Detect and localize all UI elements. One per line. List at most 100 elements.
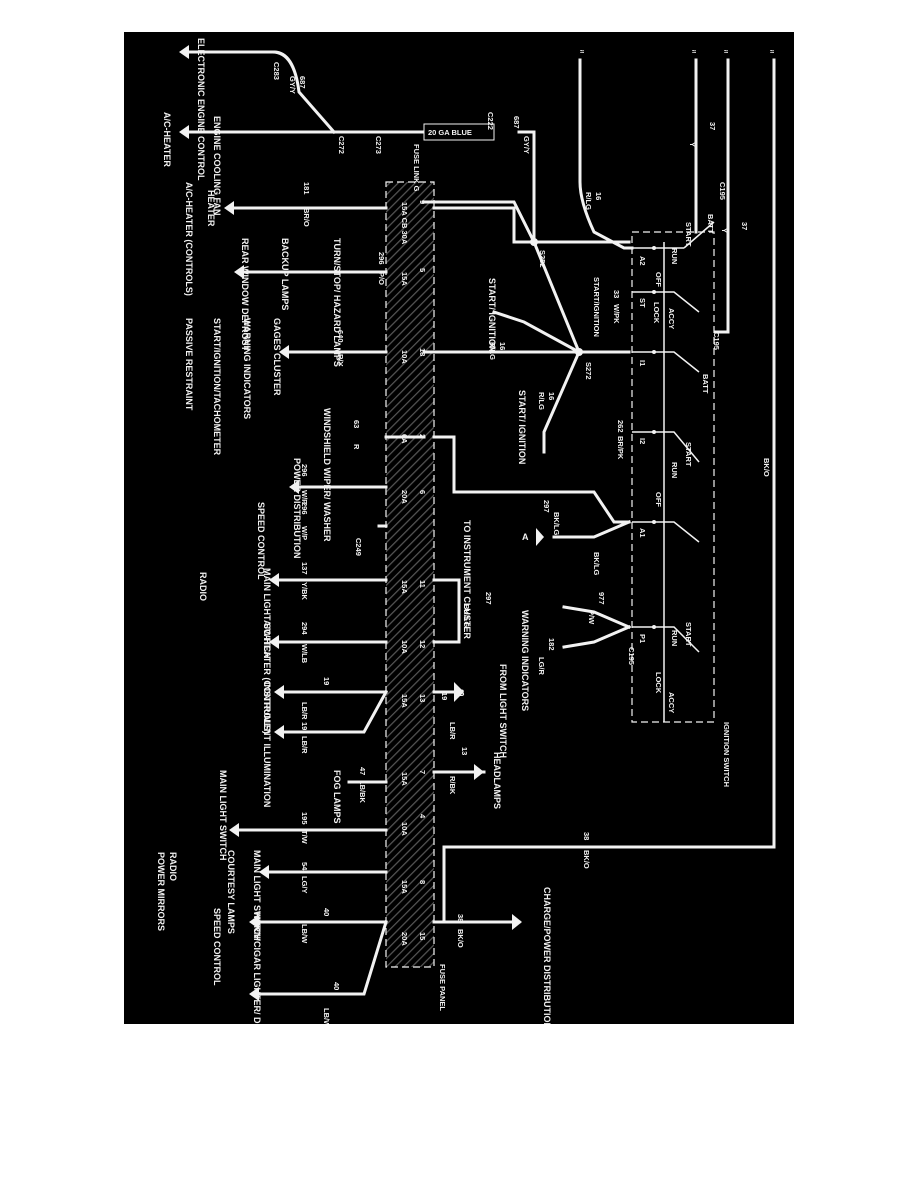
svg-text:S272: S272 — [584, 362, 593, 380]
svg-text:687: 687 — [298, 76, 307, 89]
svg-text:MAIN LIGHT SWITCH: MAIN LIGHT SWITCH — [218, 770, 228, 861]
svg-text:SPEED CONTROL: SPEED CONTROL — [256, 502, 266, 580]
svg-text:RUN: RUN — [670, 248, 679, 264]
svg-text:MAIN LIGHT SWITCH: MAIN LIGHT SWITCH — [252, 850, 262, 941]
svg-text:TURN/STOP/ HAZARD LAMPS: TURN/STOP/ HAZARD LAMPS — [332, 238, 342, 367]
svg-text:13: 13 — [460, 747, 469, 755]
ignition-switch-label: IGNITION SWITCH — [722, 722, 731, 787]
svg-text:GY/Y: GY/Y — [288, 76, 297, 94]
svg-text:38: 38 — [582, 832, 591, 840]
svg-text:12: 12 — [418, 640, 427, 648]
svg-text:GAGES CLUSTER: GAGES CLUSTER — [272, 318, 282, 396]
svg-text:C249: C249 — [354, 538, 363, 556]
svg-text:10A: 10A — [400, 350, 409, 364]
fuse-link-g — [423, 123, 495, 141]
svg-text:40: 40 — [332, 982, 341, 990]
svg-text:C272: C272 — [337, 136, 346, 154]
svg-text:20A: 20A — [400, 932, 409, 946]
svg-text:R/BK: R/BK — [448, 776, 457, 795]
svg-text:TO INSTRUMENT CLUSTER: TO INSTRUMENT CLUSTER — [462, 520, 472, 639]
svg-text:START/ IGNITION: START/ IGNITION — [517, 390, 527, 464]
svg-text:297: 297 — [542, 500, 551, 513]
svg-text:LB/R: LB/R — [448, 722, 457, 740]
svg-text:R/Y: R/Y — [336, 354, 345, 367]
svg-text:BK/LG: BK/LG — [552, 512, 561, 535]
svg-text:W/PK: W/PK — [612, 304, 621, 324]
svg-text:40: 40 — [322, 908, 331, 916]
svg-text:BK/O: BK/O — [456, 929, 465, 948]
svg-text:11: 11 — [418, 580, 427, 588]
svg-text:≈: ≈ — [770, 47, 774, 56]
svg-text:R: R — [352, 444, 361, 450]
ref-a-marker — [536, 528, 544, 546]
svg-text:RUN: RUN — [670, 462, 679, 478]
svg-text:294: 294 — [300, 622, 309, 635]
svg-text:≈: ≈ — [580, 47, 584, 56]
svg-text:SPEED CONTROL: SPEED CONTROL — [212, 908, 222, 986]
svg-text:15A CB 30A: 15A CB 30A — [400, 202, 409, 245]
svg-text:38: 38 — [456, 914, 465, 922]
svg-text:POWER DISTRIBUTION: POWER DISTRIBUTION — [292, 458, 302, 559]
svg-text:BK/LG: BK/LG — [592, 552, 601, 575]
svg-text:A/C-HEATER (CONTROLS): A/C-HEATER (CONTROLS) — [262, 620, 272, 734]
svg-text:16: 16 — [498, 342, 507, 350]
svg-text:54: 54 — [300, 862, 309, 871]
svg-text:A: A — [522, 532, 529, 542]
svg-text:LB/W: LB/W — [300, 924, 309, 944]
svg-text:LB/BK: LB/BK — [358, 780, 367, 803]
svg-text:BATT: BATT — [706, 214, 715, 234]
svg-text:182: 182 — [547, 638, 556, 651]
svg-text:A/C-HEATER: A/C-HEATER — [162, 112, 172, 167]
svg-text:33: 33 — [612, 290, 621, 298]
svg-text:10A: 10A — [400, 822, 409, 836]
svg-text:P1: P1 — [638, 634, 647, 643]
svg-text:OFF: OFF — [654, 492, 663, 507]
svg-text:C195: C195 — [718, 182, 727, 200]
svg-text:15A: 15A — [400, 580, 409, 594]
svg-text:262: 262 — [616, 420, 625, 433]
svg-text:FOG LAMPS: FOG LAMPS — [332, 770, 342, 824]
svg-text:GY/Y: GY/Y — [522, 136, 531, 154]
svg-text:W/P: W/P — [300, 526, 309, 540]
svg-text:296: 296 — [300, 502, 309, 515]
svg-text:4: 4 — [418, 814, 427, 819]
svg-text:19: 19 — [440, 692, 449, 700]
svg-text:RADIO: RADIO — [168, 852, 178, 881]
svg-text:6: 6 — [418, 490, 427, 494]
svg-text:37: 37 — [708, 122, 717, 130]
svg-text:FROM LIGHT SWITCH: FROM LIGHT SWITCH — [498, 664, 508, 758]
svg-text:296: 296 — [377, 252, 386, 265]
svg-text:MAIN LIGHT SWITCH: MAIN LIGHT SWITCH — [262, 568, 272, 659]
svg-text:63: 63 — [352, 420, 361, 428]
svg-text:7: 7 — [418, 770, 427, 774]
svg-text:ACCY: ACCY — [667, 308, 676, 329]
svg-text:HORN/CIGAR LIGHTER/ DIGITAL CL: HORN/CIGAR LIGHTER/ DIGITAL CLOCK — [252, 912, 262, 1024]
fuse-panel-label: FUSE PANEL — [438, 964, 447, 1011]
svg-text:START/IGNITION/TACHOMETER: START/IGNITION/TACHOMETER — [212, 318, 222, 456]
ignition-switch-internals — [632, 221, 715, 722]
svg-text:BR/O: BR/O — [302, 208, 311, 227]
svg-text:Y: Y — [688, 142, 697, 147]
svg-text:START: START — [684, 442, 693, 467]
svg-text:6A: 6A — [400, 434, 409, 444]
svg-text:15A: 15A — [400, 772, 409, 786]
svg-text:Y: Y — [720, 228, 729, 233]
svg-text:WARNING INDICATORS: WARNING INDICATORS — [520, 610, 530, 711]
svg-text:10A: 10A — [400, 640, 409, 654]
svg-text:C195: C195 — [627, 647, 636, 665]
svg-text:OFF: OFF — [654, 272, 663, 287]
svg-text:297: 297 — [484, 592, 493, 605]
svg-text:LOCK: LOCK — [654, 672, 663, 694]
svg-text:19: 19 — [300, 722, 309, 730]
svg-text:A2: A2 — [638, 256, 647, 266]
svg-text:37: 37 — [740, 222, 749, 230]
svg-text:BK/O: BK/O — [582, 850, 591, 869]
svg-text:LB/R: LB/R — [300, 736, 309, 754]
svg-text:LOCK: LOCK — [652, 302, 661, 324]
svg-text:WARNING INDICATORS: WARNING INDICATORS — [242, 318, 252, 419]
svg-text:13: 13 — [418, 694, 427, 702]
svg-text:START: START — [684, 622, 693, 647]
svg-text:BK/O: BK/O — [762, 458, 771, 477]
svg-text:5: 5 — [418, 268, 427, 272]
svg-text:R/LG: R/LG — [488, 342, 497, 360]
